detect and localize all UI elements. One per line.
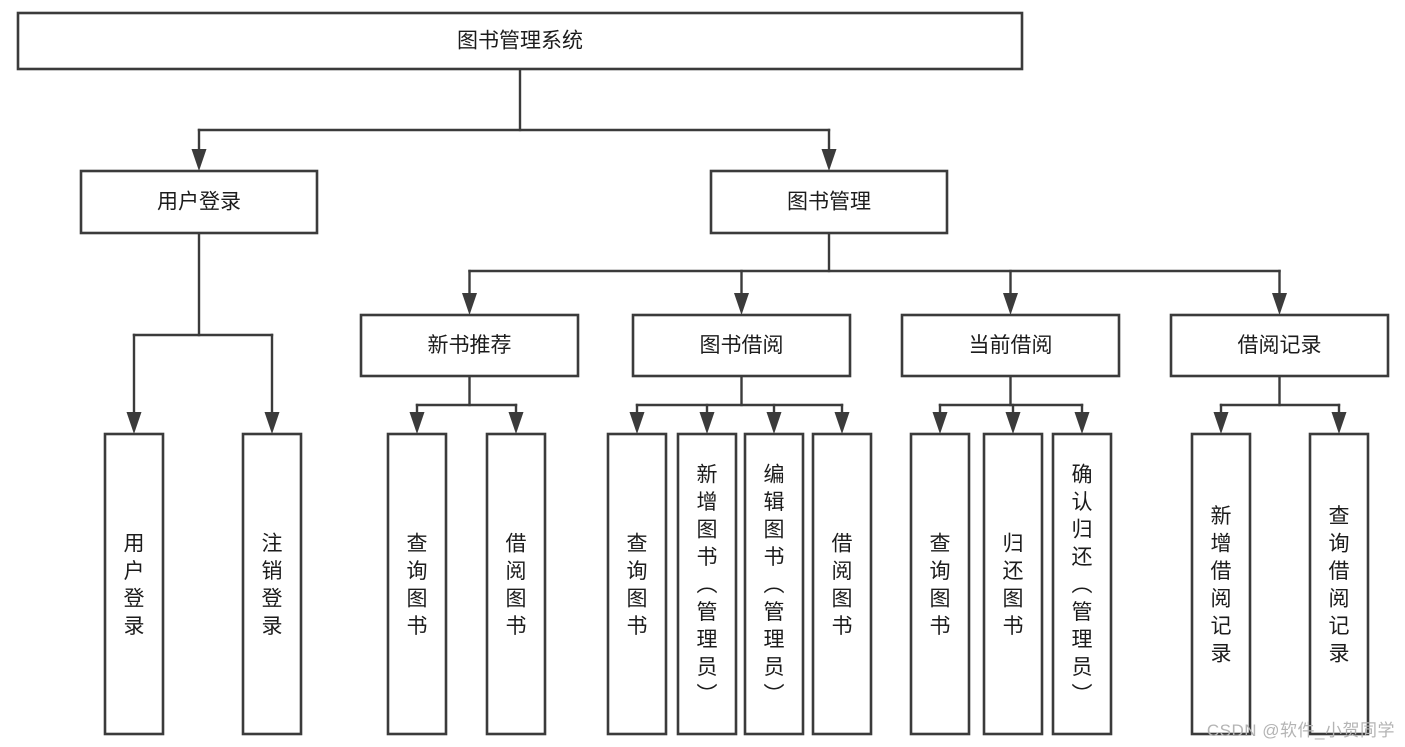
node-label: 查询图书 — [627, 532, 648, 638]
node-label: 新书推荐 — [428, 334, 512, 357]
node-layer: 图书管理系统用户登录图书管理新书推荐图书借阅当前借阅借阅记录用户登录注销登录查询… — [16, 11, 1390, 736]
node-label: 图书借阅 — [700, 334, 784, 357]
node-leaf-confirm-return[interactable]: 确认归还︵管理员︶ — [1051, 432, 1113, 736]
node-box[interactable] — [631, 313, 852, 378]
node-bookmgmt[interactable]: 图书管理 — [709, 169, 949, 235]
node-box[interactable] — [743, 432, 805, 736]
node-label: 借阅图书 — [506, 532, 527, 638]
node-label: 查询借阅记录 — [1329, 505, 1350, 666]
node-leaf-query-book-3[interactable]: 查询图书 — [909, 432, 971, 736]
node-box[interactable] — [676, 432, 738, 736]
arrow-head-icon — [1272, 293, 1287, 315]
node-login[interactable]: 用户登录 — [79, 169, 319, 235]
connector-layer — [126, 67, 1347, 434]
node-box[interactable] — [1169, 313, 1390, 378]
node-label: 当前借阅 — [969, 334, 1053, 357]
arrow-head-icon — [821, 149, 837, 171]
connector-group — [462, 231, 1287, 315]
node-label: 借阅记录 — [1238, 334, 1322, 357]
node-box[interactable] — [103, 432, 165, 736]
node-box[interactable] — [241, 432, 303, 736]
node-box[interactable] — [16, 11, 1024, 71]
node-label: 注销登录 — [262, 532, 283, 638]
node-label: 借阅图书 — [832, 532, 853, 638]
arrow-head-icon — [126, 412, 142, 434]
arrow-head-icon — [1003, 293, 1018, 315]
node-label: 新增借阅记录 — [1211, 505, 1232, 666]
arrow-head-icon — [766, 412, 782, 434]
node-label: 用户登录 — [157, 191, 241, 214]
node-leaf-borrow-book-2[interactable]: 借阅图书 — [811, 432, 873, 736]
connector-group — [629, 374, 850, 434]
node-box[interactable] — [811, 432, 873, 736]
node-records[interactable]: 借阅记录 — [1169, 313, 1390, 378]
node-box[interactable] — [606, 432, 668, 736]
arrow-head-icon — [462, 293, 477, 315]
arrow-head-icon — [191, 149, 207, 171]
node-box[interactable] — [900, 313, 1121, 378]
node-leaf-query-book-1[interactable]: 查询图书 — [386, 432, 448, 736]
node-leaf-add-book[interactable]: 新增图书︵管理员︶ — [676, 432, 738, 736]
node-box[interactable] — [1190, 432, 1252, 736]
node-box[interactable] — [79, 169, 319, 235]
node-current[interactable]: 当前借阅 — [900, 313, 1121, 378]
arrow-head-icon — [932, 412, 948, 434]
node-box[interactable] — [709, 169, 949, 235]
arrow-head-icon — [508, 412, 524, 434]
node-label: 图书管理 — [787, 191, 871, 214]
node-leaf-borrow-book-1[interactable]: 借阅图书 — [485, 432, 547, 736]
node-box[interactable] — [386, 432, 448, 736]
connector-group — [932, 374, 1090, 434]
arrow-head-icon — [1331, 412, 1347, 434]
node-leaf-query-record[interactable]: 查询借阅记录 — [1308, 432, 1370, 736]
node-box[interactable] — [982, 432, 1044, 736]
node-label: 用户登录 — [124, 532, 145, 638]
connector-group — [1213, 374, 1347, 434]
connector-group — [126, 231, 280, 434]
node-root[interactable]: 图书管理系统 — [16, 11, 1024, 71]
connector-group — [191, 67, 837, 171]
node-box[interactable] — [909, 432, 971, 736]
node-box[interactable] — [485, 432, 547, 736]
arrow-head-icon — [699, 412, 715, 434]
arrow-head-icon — [1074, 412, 1090, 434]
arrow-head-icon — [409, 412, 425, 434]
connector-group — [409, 374, 524, 434]
node-label: 归还图书 — [1003, 532, 1024, 638]
arrow-head-icon — [264, 412, 280, 434]
node-leaf-user-login[interactable]: 用户登录 — [103, 432, 165, 736]
node-box[interactable] — [1051, 432, 1113, 736]
node-label: 新增图书︵管理员︶ — [697, 464, 718, 707]
arrow-head-icon — [1213, 412, 1229, 434]
arrow-head-icon — [629, 412, 645, 434]
node-label: 图书管理系统 — [457, 30, 583, 53]
node-borrow[interactable]: 图书借阅 — [631, 313, 852, 378]
node-box[interactable] — [359, 313, 580, 378]
node-label: 查询图书 — [930, 532, 951, 638]
node-newbook[interactable]: 新书推荐 — [359, 313, 580, 378]
node-leaf-query-book-2[interactable]: 查询图书 — [606, 432, 668, 736]
node-leaf-add-record[interactable]: 新增借阅记录 — [1190, 432, 1252, 736]
node-box[interactable] — [1308, 432, 1370, 736]
node-label: 查询图书 — [407, 532, 428, 638]
arrow-head-icon — [734, 293, 749, 315]
node-label: 编辑图书︵管理员︶ — [764, 464, 785, 707]
node-leaf-user-logout[interactable]: 注销登录 — [241, 432, 303, 736]
arrow-head-icon — [1005, 412, 1021, 434]
node-leaf-return-book[interactable]: 归还图书 — [982, 432, 1044, 736]
node-label: 确认归还︵管理员︶ — [1072, 464, 1093, 707]
node-leaf-edit-book[interactable]: 编辑图书︵管理员︶ — [743, 432, 805, 736]
arrow-head-icon — [834, 412, 850, 434]
